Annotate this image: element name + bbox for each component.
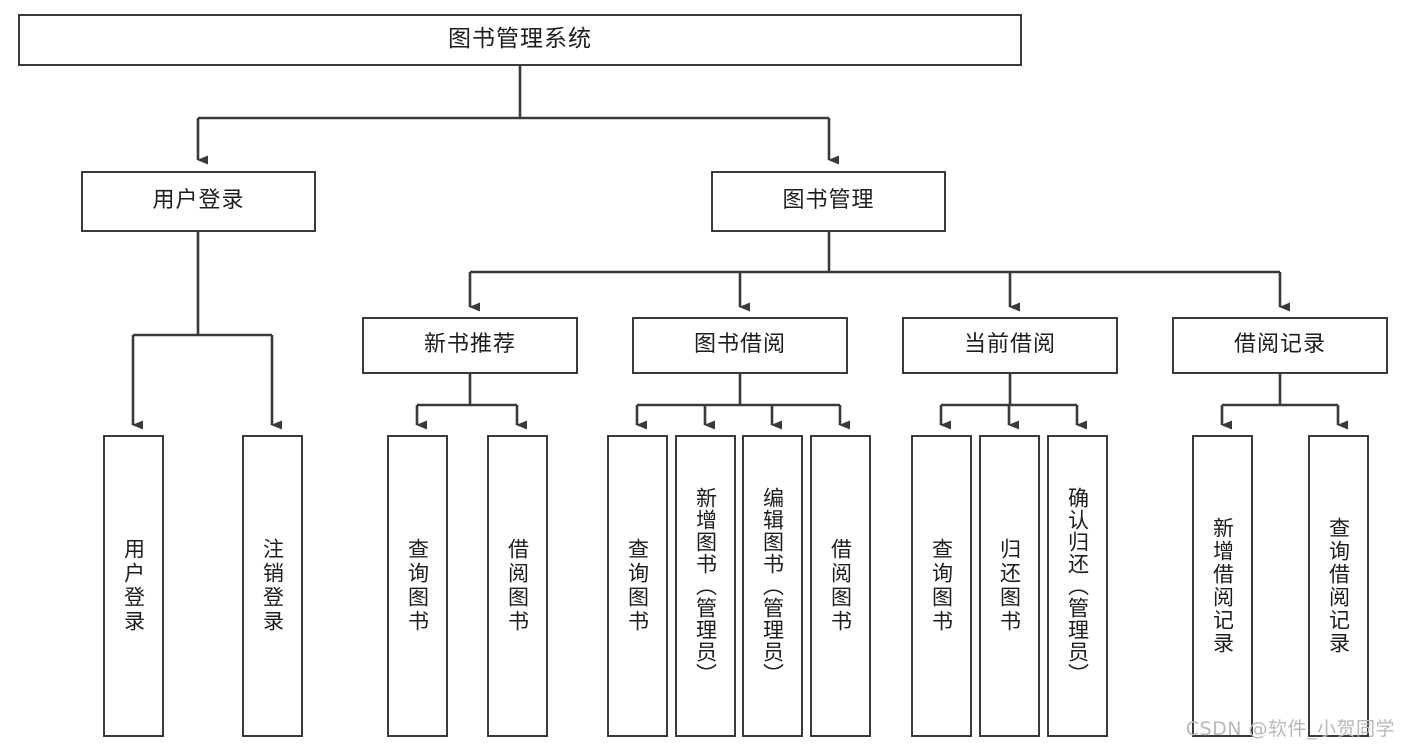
node-leaf-add-book-label: 新增图书（管理员） — [693, 487, 718, 685]
node-leaf-query-book-1[interactable]: 查询图书 — [387, 435, 448, 737]
node-leaf-user-login[interactable]: 用户登录 — [103, 435, 164, 737]
node-leaf-user-logout[interactable]: 注销登录 — [242, 435, 303, 737]
node-book-management-label: 图书管理 — [782, 188, 875, 214]
node-leaf-query-record[interactable]: 查询借阅记录 — [1308, 435, 1369, 737]
node-leaf-query-book-3[interactable]: 查询图书 — [911, 435, 972, 737]
node-root-label: 图书管理系统 — [448, 26, 592, 53]
node-leaf-borrow-book-2-label: 借阅图书 — [828, 538, 853, 634]
node-borrow-record[interactable]: 借阅记录 — [1172, 317, 1388, 374]
node-new-book-recommend-label: 新书推荐 — [423, 332, 516, 358]
node-leaf-confirm-return-label: 确认归还（管理员） — [1065, 487, 1090, 685]
node-book-borrow-label: 图书借阅 — [693, 332, 786, 358]
node-leaf-user-login-label: 用户登录 — [121, 538, 146, 634]
node-root[interactable]: 图书管理系统 — [18, 14, 1022, 66]
node-leaf-add-book[interactable]: 新增图书（管理员） — [675, 435, 736, 737]
node-borrow-record-label: 借阅记录 — [1233, 332, 1326, 358]
node-leaf-add-record-label: 新增借阅记录 — [1210, 517, 1235, 655]
node-new-book-recommend[interactable]: 新书推荐 — [362, 317, 578, 374]
node-current-borrow[interactable]: 当前借阅 — [902, 317, 1118, 374]
node-leaf-query-book-3-label: 查询图书 — [929, 538, 954, 634]
node-leaf-query-book-1-label: 查询图书 — [405, 538, 430, 634]
node-current-borrow-label: 当前借阅 — [963, 332, 1056, 358]
node-leaf-query-book-2[interactable]: 查询图书 — [607, 435, 668, 737]
node-leaf-user-logout-label: 注销登录 — [260, 538, 285, 634]
node-leaf-edit-book-label: 编辑图书（管理员） — [760, 487, 785, 685]
node-leaf-return-book-label: 归还图书 — [997, 538, 1022, 634]
watermark: CSDN @软件_小贺同学 — [1185, 718, 1395, 740]
node-book-borrow[interactable]: 图书借阅 — [632, 317, 848, 374]
node-leaf-borrow-book-1[interactable]: 借阅图书 — [487, 435, 548, 737]
node-leaf-edit-book[interactable]: 编辑图书（管理员） — [742, 435, 803, 737]
node-leaf-return-book[interactable]: 归还图书 — [979, 435, 1040, 737]
node-leaf-borrow-book-2[interactable]: 借阅图书 — [810, 435, 871, 737]
node-user-login-label: 用户登录 — [152, 188, 245, 214]
node-leaf-query-book-2-label: 查询图书 — [625, 538, 650, 634]
node-leaf-confirm-return[interactable]: 确认归还（管理员） — [1047, 435, 1108, 737]
node-book-management[interactable]: 图书管理 — [711, 171, 946, 232]
node-leaf-borrow-book-1-label: 借阅图书 — [505, 538, 530, 634]
node-user-login[interactable]: 用户登录 — [81, 171, 316, 232]
node-leaf-add-record[interactable]: 新增借阅记录 — [1192, 435, 1253, 737]
node-leaf-query-record-label: 查询借阅记录 — [1326, 517, 1351, 655]
